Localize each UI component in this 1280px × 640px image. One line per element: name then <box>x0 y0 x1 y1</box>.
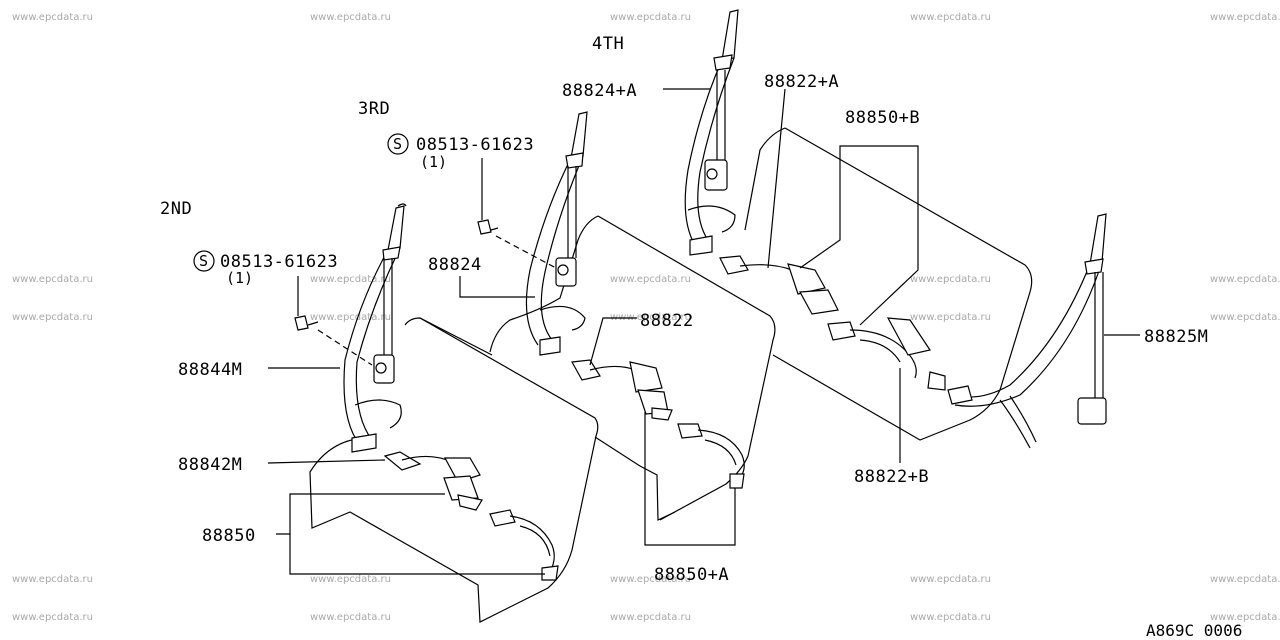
s-symbol-icon <box>193 250 215 272</box>
bolt-mid-symbol: S <box>393 135 402 153</box>
diagram-code: A869C 0006 <box>1146 621 1242 640</box>
watermark-text: www.epcdata.ru <box>310 12 391 23</box>
callout-88822b[interactable]: 88822+B <box>854 467 929 487</box>
watermark-text: www.epcdata.ru <box>310 612 391 623</box>
bolt-mid-qty: (1) <box>420 153 447 171</box>
watermark-text: www.epcdata.ru <box>12 312 93 323</box>
callout-88822a[interactable]: 88822+A <box>764 72 839 92</box>
watermark-text: www.epcdata.ru <box>610 312 691 323</box>
callout-88824[interactable]: 88824 <box>428 255 482 275</box>
belt-3rd-assembly <box>477 111 745 489</box>
bolt-left-part[interactable]: 08513-61623 <box>220 252 338 272</box>
watermark-text: www.epcdata.ru <box>310 274 391 285</box>
watermark-text: www.epcdata.ru <box>310 312 391 323</box>
watermark-text: www.epcdata.ru <box>910 612 991 623</box>
watermark-text: www.epcdata.ru <box>12 574 93 585</box>
watermark-text: www.epcdata.ru <box>910 274 991 285</box>
watermark-text: www.epcdata.ru <box>1210 612 1280 623</box>
watermark-text: www.epcdata.ru <box>610 612 691 623</box>
callout-88822[interactable]: 88822 <box>640 311 694 331</box>
watermark-text: www.epcdata.ru <box>910 12 991 23</box>
row-label-4th: 4TH <box>592 34 624 54</box>
callout-88850b[interactable]: 88850+B <box>845 108 920 128</box>
belt-2nd-assembly <box>294 203 559 581</box>
watermark-text: www.epcdata.ru <box>1210 12 1280 23</box>
watermark-text: www.epcdata.ru <box>610 12 691 23</box>
watermark-text: www.epcdata.ru <box>610 574 691 585</box>
watermark-text: www.epcdata.ru <box>610 274 691 285</box>
belt-4th-assembly <box>684 9 1107 449</box>
bolt-left-qty: (1) <box>226 269 253 287</box>
leader-lines <box>267 88 1140 575</box>
callout-88824a[interactable]: 88824+A <box>562 81 637 101</box>
watermark-text: www.epcdata.ru <box>1210 574 1280 585</box>
callout-88844m[interactable]: 88844M <box>178 360 242 380</box>
watermark-text: www.epcdata.ru <box>12 274 93 285</box>
labels: 2ND 3RD 4TH S 08513-61623 (1) S 08513-61… <box>160 34 1242 640</box>
callout-88850[interactable]: 88850 <box>202 526 256 546</box>
watermark-text: www.epcdata.ru <box>310 574 391 585</box>
row-label-3rd: 3RD <box>358 99 390 119</box>
callout-88850a[interactable]: 88850+A <box>654 565 729 585</box>
callout-88825m[interactable]: 88825M <box>1144 327 1208 347</box>
watermark-text: www.epcdata.ru <box>910 312 991 323</box>
bolt-mid-part[interactable]: 08513-61623 <box>416 135 534 155</box>
watermark-text: www.epcdata.ru <box>1210 274 1280 285</box>
s-symbol-icon <box>387 133 409 155</box>
bolt-left-symbol: S <box>199 252 208 270</box>
watermark-text: www.epcdata.ru <box>1210 312 1280 323</box>
watermark-text: www.epcdata.ru <box>12 12 93 23</box>
watermark-text: www.epcdata.ru <box>12 612 93 623</box>
row-label-2nd: 2ND <box>160 199 192 219</box>
watermark-layer: www.epcdata.ru www.epcdata.ru www.epcdata.… <box>12 12 1280 623</box>
callout-88842m[interactable]: 88842M <box>178 455 242 475</box>
watermark-text: www.epcdata.ru <box>910 574 991 585</box>
